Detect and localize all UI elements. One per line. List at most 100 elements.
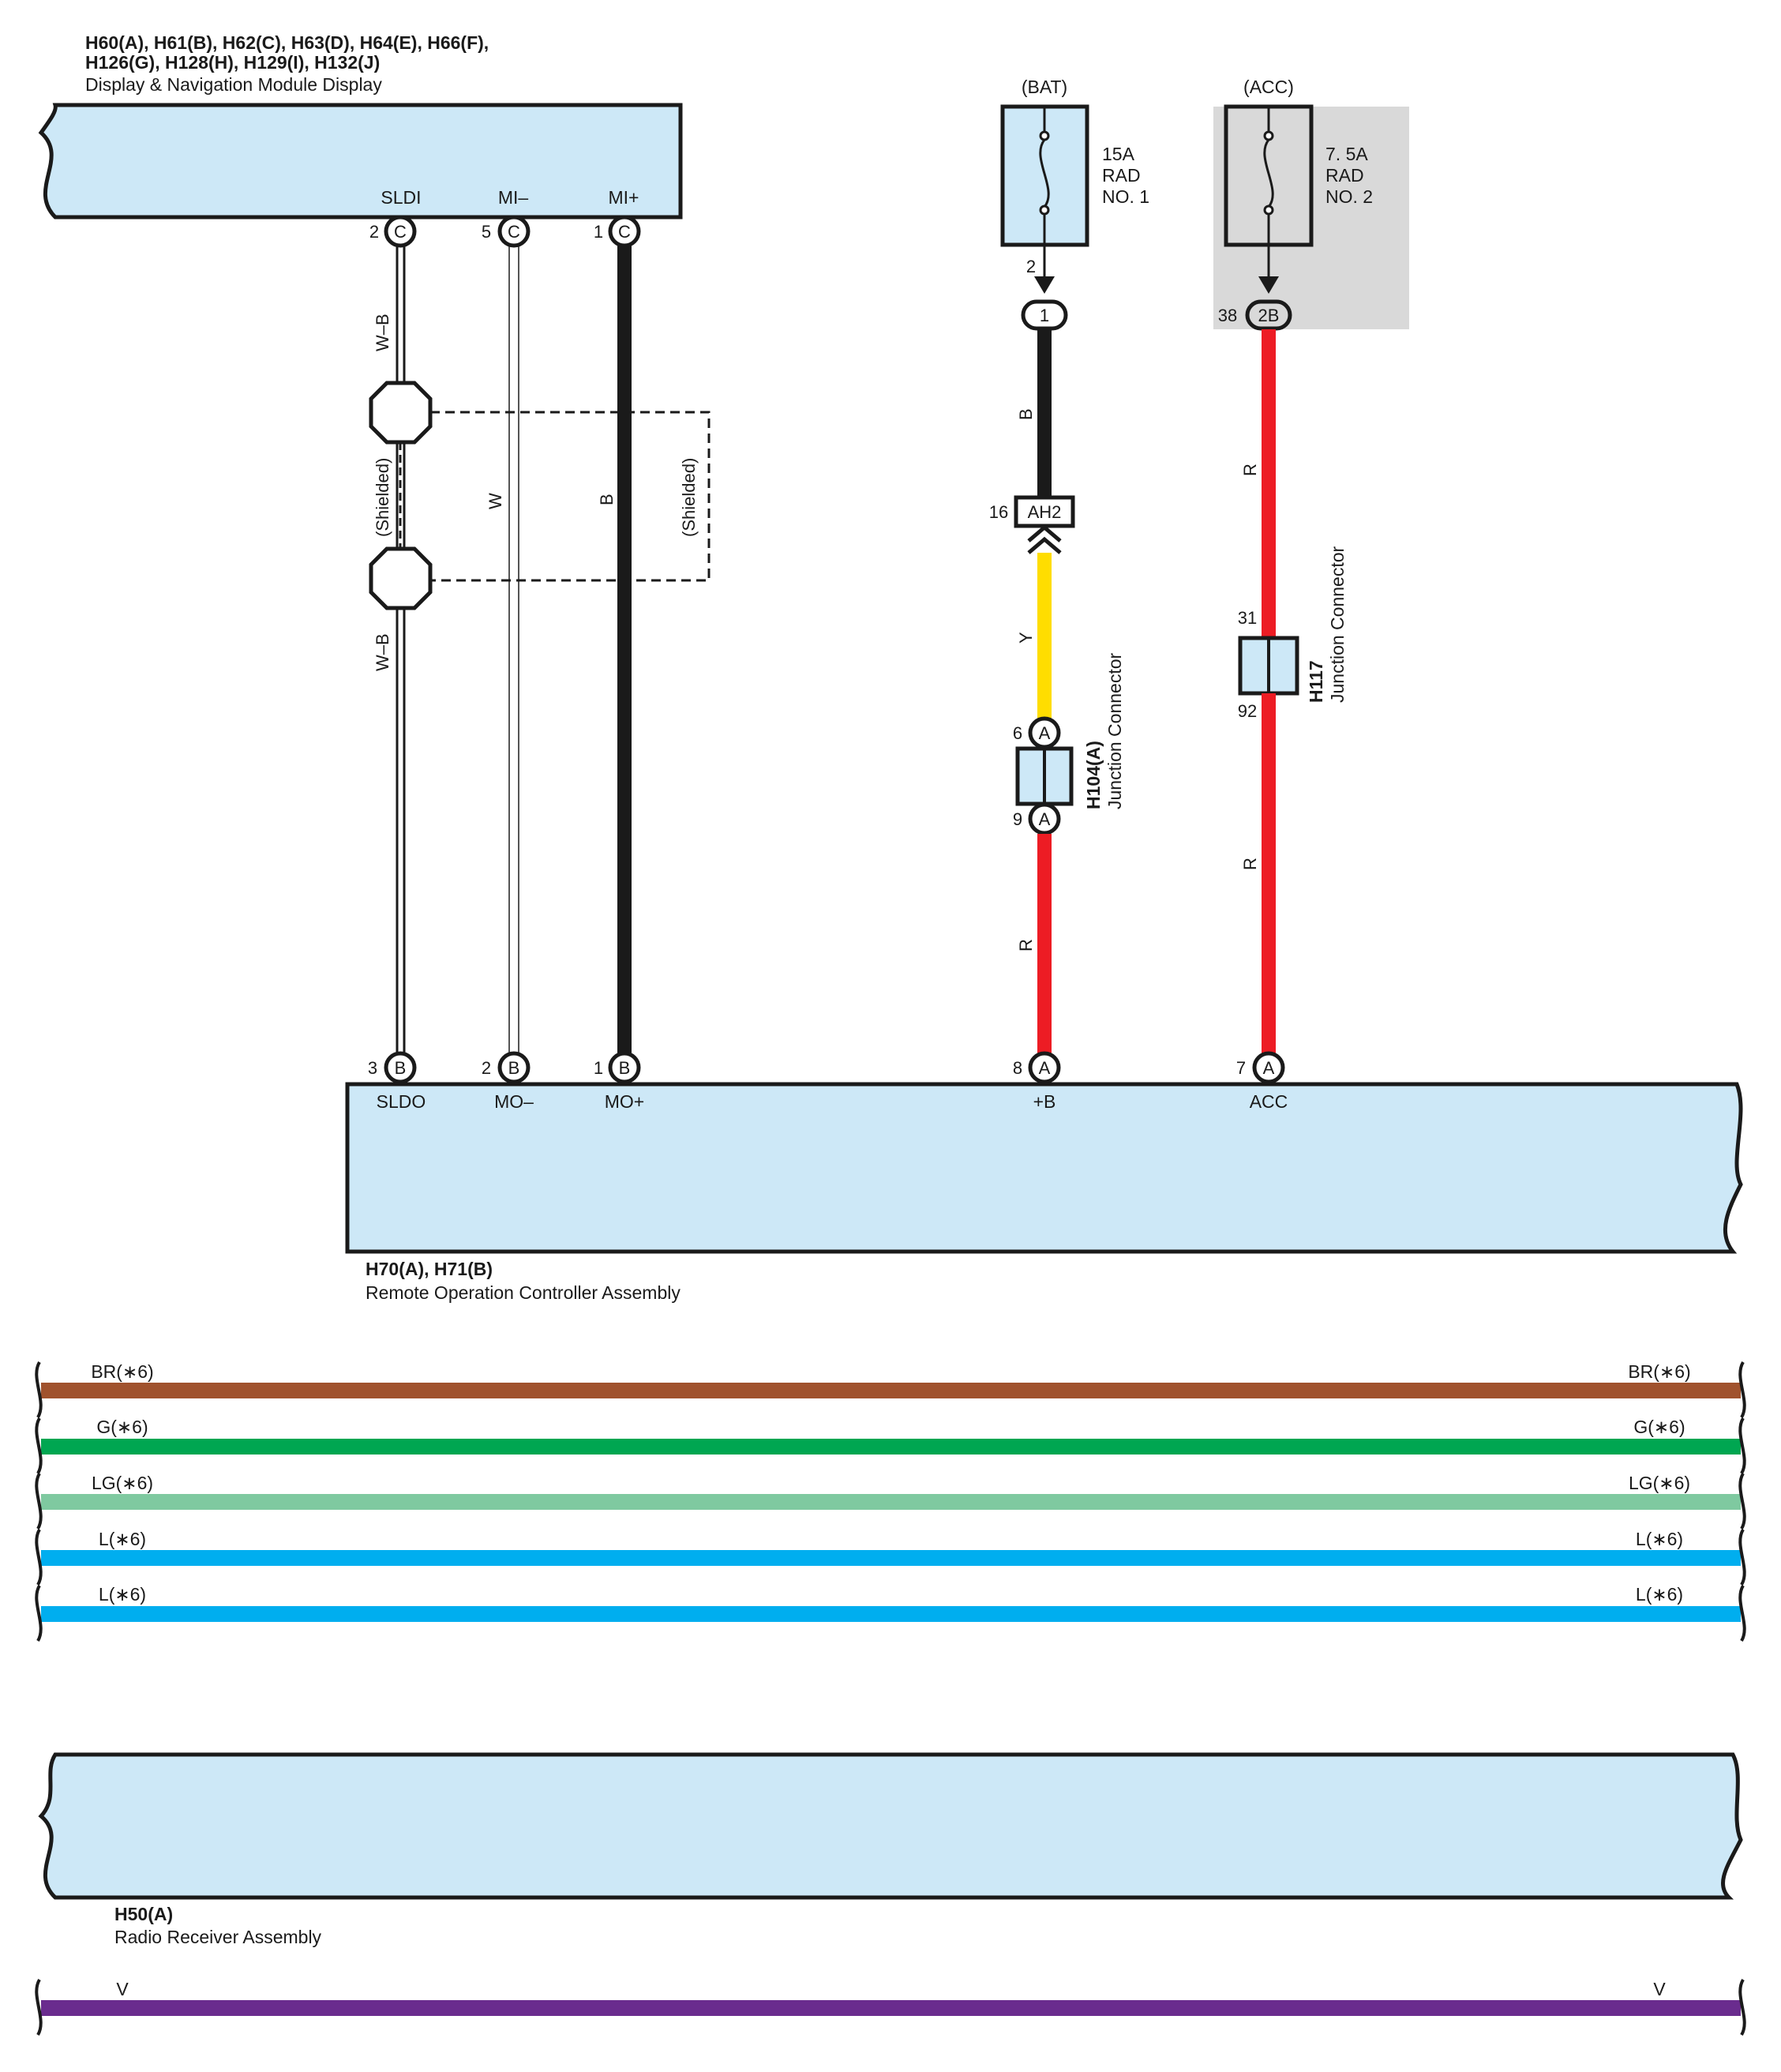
acc-connector-2b-label: 2B xyxy=(1258,306,1280,325)
display-nav-module-body xyxy=(38,103,683,220)
acc-arrow xyxy=(1258,276,1279,294)
wire-label-bat-b: B xyxy=(1016,408,1036,420)
remote-controller-body xyxy=(345,1082,1743,1254)
bat-fuse-rating: 15A xyxy=(1102,144,1135,164)
pin-top-mi-minus: C 5 xyxy=(482,215,531,248)
wire-sld xyxy=(396,233,406,1064)
wire-label-acc-r1: R xyxy=(1240,464,1260,476)
svg-text:B: B xyxy=(395,1058,407,1078)
svg-text:8: 8 xyxy=(1013,1058,1022,1078)
display-nav-connectors-2: H126(G), H128(H), H129(I), H132(J) xyxy=(85,52,380,73)
pin-bottom-mo-minus: B 2 xyxy=(482,1051,531,1084)
svg-text:A: A xyxy=(1039,1058,1051,1078)
svg-text:A: A xyxy=(1039,809,1051,829)
svg-text:9: 9 xyxy=(1013,809,1022,829)
junction-h117-pin-in: 31 xyxy=(1238,608,1257,628)
bat-arrow xyxy=(1034,276,1055,294)
connector-ah2 xyxy=(1014,495,1075,528)
fuse-icon xyxy=(1039,107,1050,245)
pin-bottom-sldo: B 3 xyxy=(368,1051,417,1084)
wire-label-wb-top: W–B xyxy=(373,313,392,351)
svg-text:3: 3 xyxy=(368,1058,377,1078)
terminal-mi-minus: MI– xyxy=(498,187,529,208)
svg-text:B: B xyxy=(508,1058,520,1078)
pin-h104-out: A 9 xyxy=(1013,802,1061,835)
bus-wire-5: L(∗6) L(∗6) xyxy=(35,1584,1746,1642)
bus-wire-1-label-right: BR(∗6) xyxy=(1628,1361,1690,1382)
wire-label-b-mi: B xyxy=(597,494,617,505)
connector-ah2-pin: 16 xyxy=(989,502,1008,522)
svg-text:1: 1 xyxy=(594,1058,603,1078)
pin-bottom-mo-plus: B 1 xyxy=(594,1051,641,1084)
radio-receiver-body xyxy=(38,1752,1743,1900)
acc-fuse-out-pin: 38 xyxy=(1218,306,1237,325)
svg-text:B: B xyxy=(619,1058,631,1078)
junction-h117-pin-out: 92 xyxy=(1238,701,1257,721)
terminal-acc: ACC xyxy=(1250,1091,1288,1112)
junction-h117-id: H117 xyxy=(1306,660,1326,703)
terminal-sldi: SLDI xyxy=(381,187,421,208)
acc-fuse-rating: 7. 5A xyxy=(1325,144,1368,164)
bus-wire-3: LG(∗6) LG(∗6) xyxy=(35,1472,1746,1530)
pin-bottom-acc: A 7 xyxy=(1236,1051,1285,1084)
svg-text:5: 5 xyxy=(482,222,491,242)
svg-text:C: C xyxy=(394,222,407,242)
bus-wire-1-label-left: BR(∗6) xyxy=(91,1361,153,1382)
bus-wire-2-label-left: G(∗6) xyxy=(96,1417,148,1437)
radio-receiver-name: Radio Receiver Assembly xyxy=(114,1927,322,1947)
wire-violet-label-left: V xyxy=(116,1979,129,1999)
bus-wire-4-label-left: L(∗6) xyxy=(99,1529,146,1549)
terminal-sldo: SLDO xyxy=(377,1091,426,1112)
pin-bottom-plus-b: A 8 xyxy=(1013,1051,1061,1084)
acc-fuse-name: RAD xyxy=(1325,165,1364,186)
shield-dashed-box xyxy=(430,411,711,582)
acc-fuse-number: NO. 2 xyxy=(1325,186,1373,207)
svg-text:6: 6 xyxy=(1013,723,1022,743)
display-nav-connectors: H60(A), H61(B), H62(C), H63(D), H64(E), … xyxy=(85,32,489,53)
wire-label-w: W xyxy=(486,493,505,509)
junction-h104-id: H104(A) xyxy=(1083,741,1104,809)
remote-controller-name: Remote Operation Controller Assembly xyxy=(366,1282,681,1303)
bus-wire-4: L(∗6) L(∗6) xyxy=(35,1528,1746,1586)
remote-controller-connectors: H70(A), H71(B) xyxy=(366,1259,493,1279)
pin-h104-in: A 6 xyxy=(1013,716,1061,749)
radio-receiver-connectors: H50(A) xyxy=(114,1904,173,1924)
svg-text:2: 2 xyxy=(482,1058,491,1078)
junction-h104-name: Junction Connector xyxy=(1104,652,1125,809)
acc-source-label: (ACC) xyxy=(1243,77,1294,97)
svg-text:C: C xyxy=(618,222,631,242)
connector-ah2-label: AH2 xyxy=(1028,502,1062,522)
bat-fuse-number: NO. 1 xyxy=(1102,186,1149,207)
bus-wire-3-label-left: LG(∗6) xyxy=(92,1473,153,1493)
bus-wire-1: BR(∗6) BR(∗6) xyxy=(35,1361,1746,1419)
display-nav-name: Display & Navigation Module Display xyxy=(85,74,382,95)
terminal-plus-b: +B xyxy=(1033,1091,1056,1112)
wire-label-acc-r2: R xyxy=(1240,858,1260,870)
shield-octagon-top xyxy=(369,381,433,445)
svg-text:2: 2 xyxy=(369,222,379,242)
svg-text:7: 7 xyxy=(1236,1058,1246,1078)
pin-top-mi-plus: C 1 xyxy=(594,215,641,248)
svg-text:C: C xyxy=(508,222,520,242)
wire-label-bat-r: R xyxy=(1016,939,1036,952)
wire-mi-minus xyxy=(508,233,519,1064)
bus-wire-5-label-right: L(∗6) xyxy=(1636,1584,1683,1605)
terminal-mi-plus: MI+ xyxy=(609,187,639,208)
bat-connector-1-label: 1 xyxy=(1040,306,1049,325)
wire-label-bat-y: Y xyxy=(1016,632,1036,644)
chevron-up-icon xyxy=(1027,524,1062,554)
wire-violet-label-right: V xyxy=(1653,1979,1666,1999)
bus-wire-3-label-right: LG(∗6) xyxy=(1629,1473,1690,1493)
bat-source-label: (BAT) xyxy=(1022,77,1067,97)
wire-label-shielded-left: (Shielded) xyxy=(373,458,392,537)
bat-fuse-out-pin: 2 xyxy=(1026,257,1036,276)
shield-octagon-bottom xyxy=(369,546,433,610)
bat-fuse-name: RAD xyxy=(1102,165,1141,186)
svg-text:A: A xyxy=(1263,1058,1275,1078)
terminal-mo-minus: MO– xyxy=(494,1091,534,1112)
junction-h117-name: Junction Connector xyxy=(1327,546,1348,703)
bus-wire-2: G(∗6) G(∗6) xyxy=(35,1417,1746,1475)
wire-label-shielded-right: (Shielded) xyxy=(679,458,699,537)
wire-label-wb-bottom: W–B xyxy=(373,633,392,671)
